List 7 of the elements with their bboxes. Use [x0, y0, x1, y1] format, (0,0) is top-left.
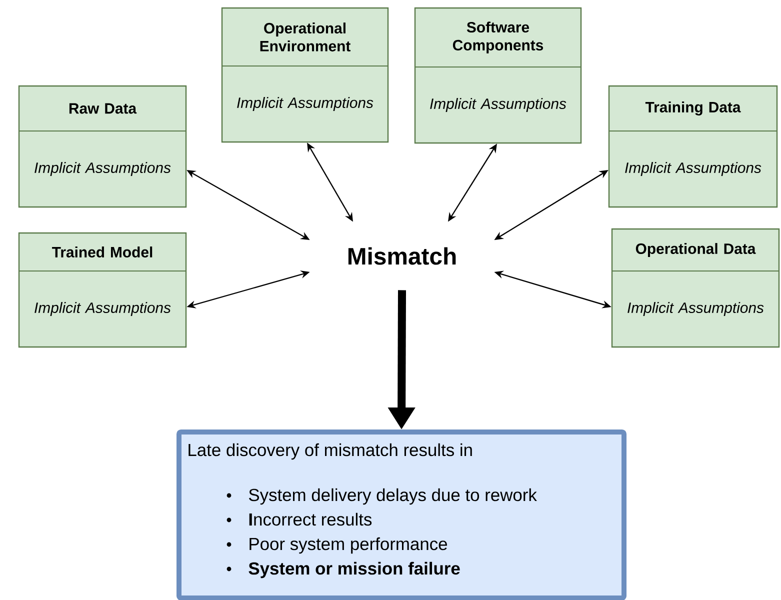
component-box: Software Components Implicit Assumptions	[414, 7, 582, 144]
component-box: Operational Environment Implicit Assumptions	[221, 7, 389, 143]
component-box: Trained Model Implicit Assumptions	[18, 232, 187, 348]
component-box: Operational Data Implicit Assumptions	[611, 228, 780, 348]
component-box: Raw Data Implicit Assumptions	[18, 85, 187, 208]
component-box: Training Data Implicit Assumptions	[608, 85, 778, 208]
heading: Mismatch	[348, 247, 456, 265]
